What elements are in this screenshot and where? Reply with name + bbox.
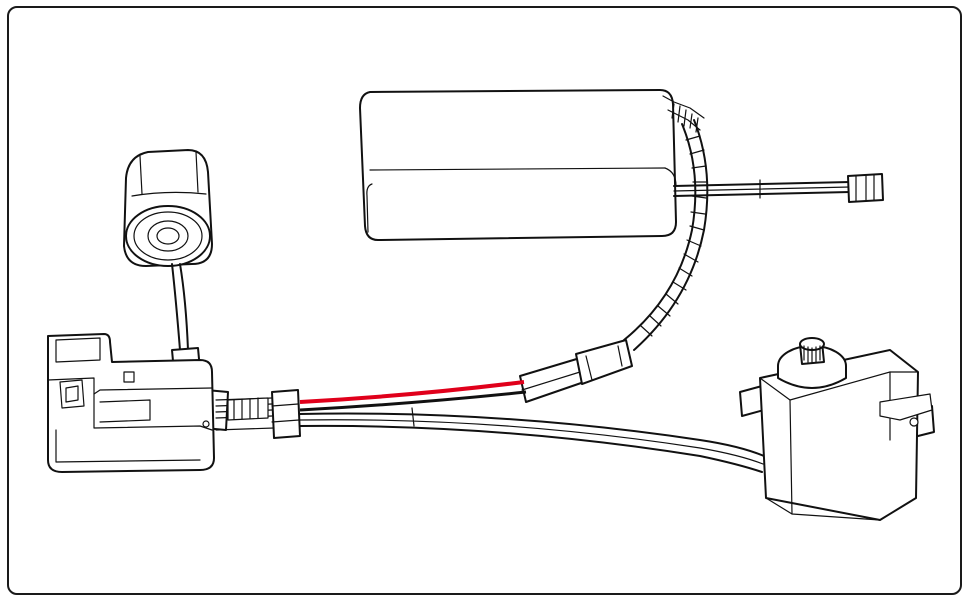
receiver-plug-icon bbox=[203, 389, 301, 439]
power-wires bbox=[299, 380, 527, 412]
battery-connector-icon bbox=[519, 339, 633, 403]
receiver-board-icon bbox=[47, 333, 215, 473]
servo-icon bbox=[739, 337, 935, 521]
lipo-battery-icon bbox=[359, 89, 884, 351]
dc-motor-icon bbox=[123, 149, 213, 387]
servo-lead bbox=[299, 407, 765, 473]
